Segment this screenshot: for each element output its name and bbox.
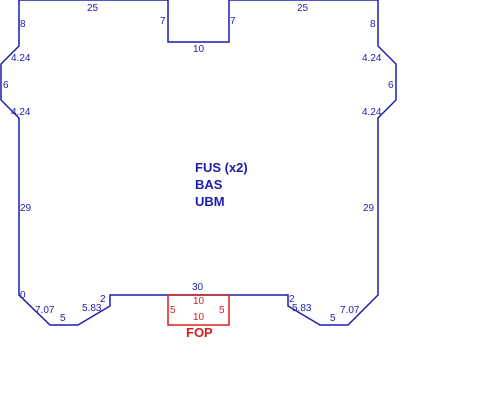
dim-left-mid: 6 <box>3 80 9 91</box>
pad-dim-bottom: 10 <box>193 312 205 323</box>
pad-dim-left: 5 <box>170 305 176 316</box>
dim-left-chamfer-lower: 4.24 <box>11 107 31 118</box>
dim-bl-chamfer2: 5.83 <box>82 303 102 314</box>
dim-bl-flat: 5 <box>60 313 66 324</box>
dim-right-upper: 8 <box>370 19 376 30</box>
dim-left-chamfer-upper: 4.24 <box>11 53 31 64</box>
dim-left-upper: 8 <box>20 19 26 30</box>
dim-br-chamfer: 7.07 <box>340 305 360 316</box>
dim-bl-step: 2 <box>100 294 106 305</box>
dim-notch-left: 7 <box>160 16 166 27</box>
dim-right-mid: 6 <box>388 80 394 91</box>
pad-dim-right: 5 <box>219 305 225 316</box>
pad-dim-top: 10 <box>193 296 205 307</box>
layer-label-bas: BAS <box>195 177 223 192</box>
dim-left-bottom: 0 <box>20 290 26 301</box>
dim-top-right: 25 <box>297 3 309 14</box>
dim-bottom-center: 30 <box>192 282 204 293</box>
dim-bl-chamfer: 7.07 <box>35 305 55 316</box>
dim-br-step: 2 <box>289 294 295 305</box>
dim-notch-bottom: 10 <box>193 44 205 55</box>
dim-left-long: 29 <box>20 203 32 214</box>
dim-right-chamfer-upper: 4.24 <box>362 53 382 64</box>
dim-top-left: 25 <box>87 3 99 14</box>
dim-notch-right: 7 <box>230 16 236 27</box>
dim-br-chamfer2: 5.83 <box>292 303 312 314</box>
layer-label-fus: FUS (x2) <box>195 160 248 175</box>
layer-label-ubm: UBM <box>195 194 225 209</box>
dim-br-flat: 5 <box>330 313 336 324</box>
dim-right-long: 29 <box>363 203 375 214</box>
pad-label-fop: FOP <box>186 325 213 340</box>
outline-shape <box>0 0 397 326</box>
dim-right-chamfer-lower: 4.24 <box>362 107 382 118</box>
pad-rect <box>167 294 230 326</box>
